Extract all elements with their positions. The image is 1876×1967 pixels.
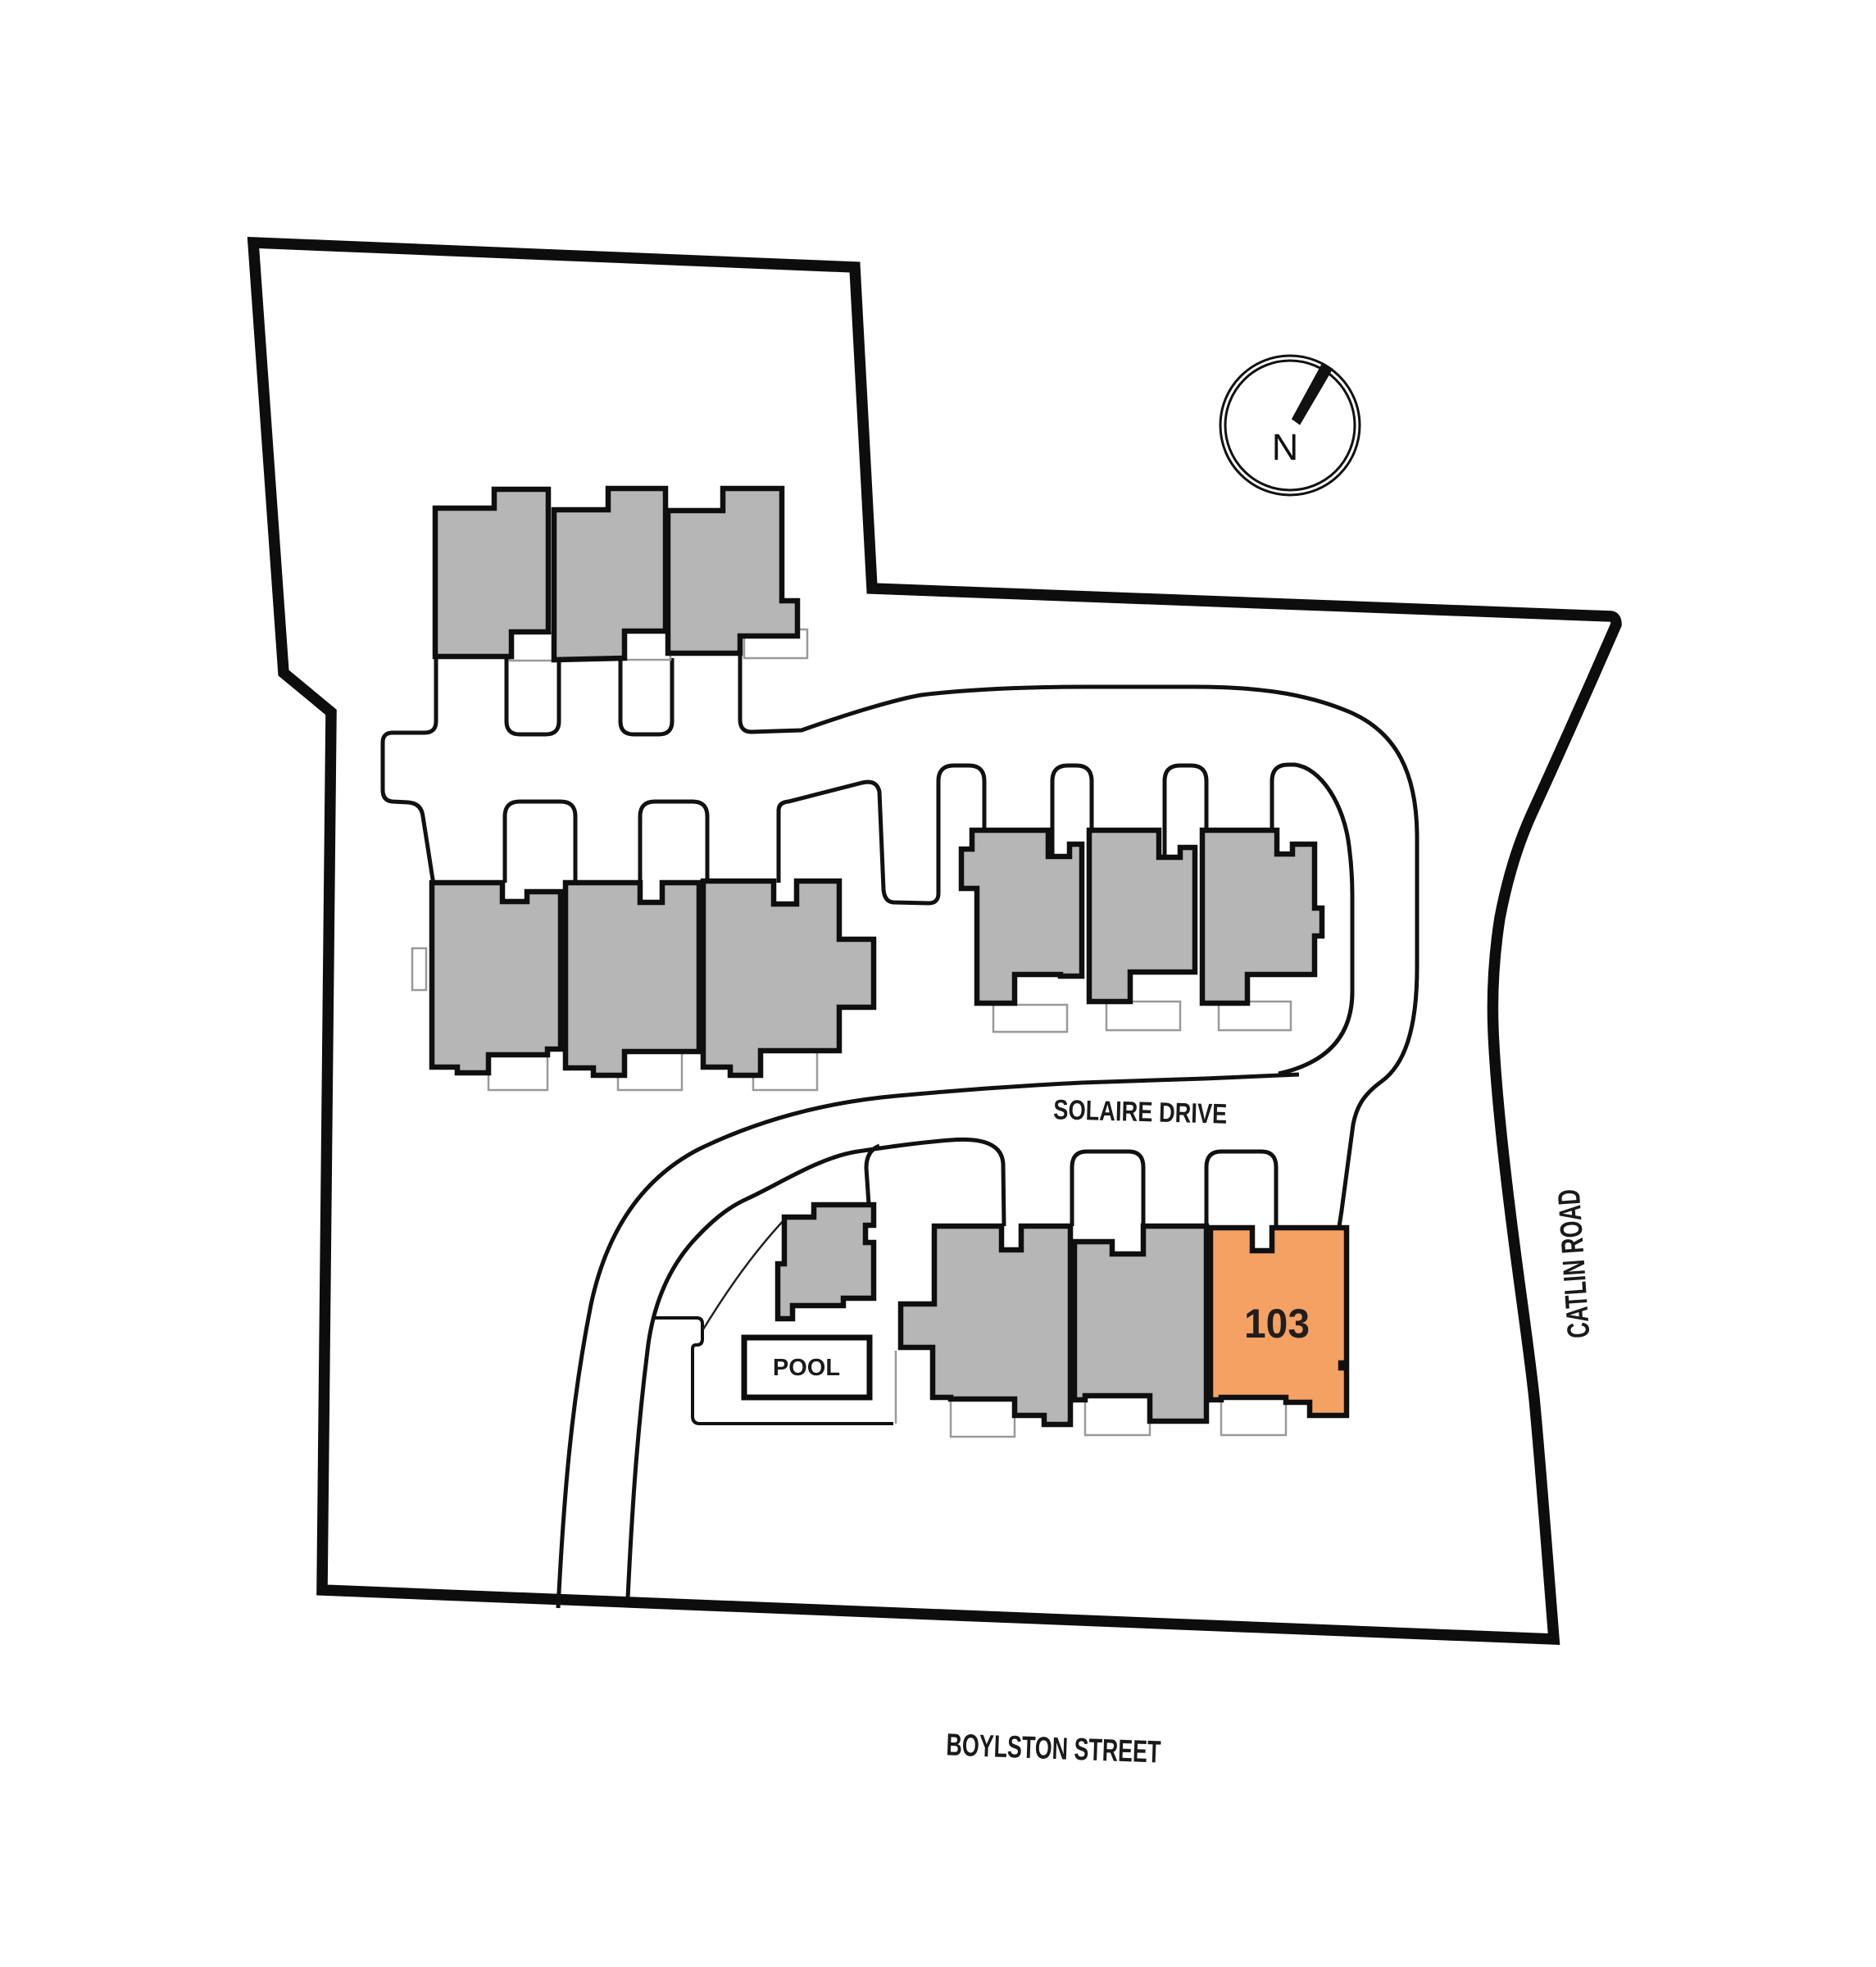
svg-text:POOL: POOL xyxy=(773,1355,840,1381)
svg-text:103: 103 xyxy=(1244,1301,1310,1347)
svg-text:BOYLSTON STREET: BOYLSTON STREET xyxy=(946,1728,1161,1769)
svg-text:N: N xyxy=(1272,426,1299,468)
svg-text:SOLAIRE DRIVE: SOLAIRE DRIVE xyxy=(1053,1094,1228,1130)
